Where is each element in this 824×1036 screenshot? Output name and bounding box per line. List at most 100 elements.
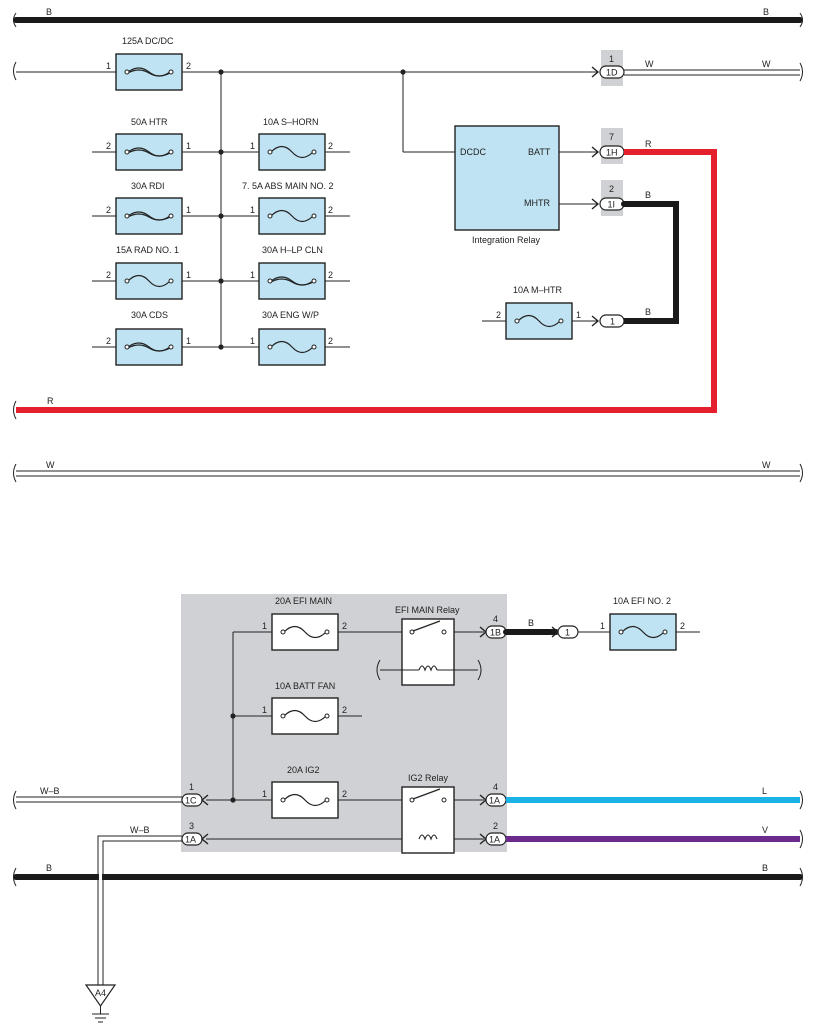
wire-label: L xyxy=(762,786,767,796)
connector-1a-ig2-4: 4 1A xyxy=(479,782,507,807)
pin-label: 2 xyxy=(342,789,347,799)
wire-label: W xyxy=(762,59,771,69)
connector-1d: 1 1D xyxy=(591,50,625,86)
pin-label: 3 xyxy=(189,821,194,831)
pin-label: 1 xyxy=(189,782,194,792)
ground-icon: A4 xyxy=(84,984,117,1023)
pin-label: 4 xyxy=(493,782,498,792)
connector-id: 1A xyxy=(489,835,500,845)
ig2-relay: IG2 Relay xyxy=(401,773,455,854)
ir-mhtr-label: MHTR xyxy=(524,198,550,208)
fuse-label: 7. 5A ABS MAIN NO. 2 xyxy=(242,181,334,191)
wire-label: R xyxy=(47,396,54,406)
connector-id: 1 xyxy=(610,317,615,327)
fuse-label: 50A HTR xyxy=(131,117,168,127)
pin-label: 1 xyxy=(106,61,111,71)
relay-label: IG2 Relay xyxy=(408,773,449,783)
pin-label: 2 xyxy=(328,141,333,151)
pin-label: 1 xyxy=(262,705,267,715)
wire-label: W–B xyxy=(130,825,150,835)
pin-label: 1 xyxy=(250,270,255,280)
connector-id: 1A xyxy=(489,796,500,806)
efi-main-relay: EFI MAIN Relay xyxy=(376,605,482,686)
connector-1b: 4 1B xyxy=(479,614,507,639)
wire-r: R R xyxy=(13,139,717,420)
connector-1-mhtr: 1 xyxy=(591,314,625,328)
fuse-label: 20A IG2 xyxy=(287,765,320,775)
pin-label: 2 xyxy=(342,705,347,715)
wire-label: W xyxy=(645,59,654,69)
pin-label: 7 xyxy=(609,132,614,142)
fuse-label: 15A RAD NO. 1 xyxy=(116,245,179,255)
wire-b-mhtr: B B xyxy=(621,190,679,324)
connector-1a-left: 3 1A xyxy=(181,821,209,846)
fuse-label: 10A M–HTR xyxy=(513,285,563,295)
pin-label: 1 xyxy=(186,141,191,151)
wire-w-mid: W W xyxy=(13,460,803,483)
wire-label: B xyxy=(645,190,651,200)
fuse-label: 30A ENG W/P xyxy=(262,310,319,320)
relay-label: EFI MAIN Relay xyxy=(395,605,460,615)
pin-label: 4 xyxy=(493,614,498,624)
pin-label: 1 xyxy=(250,336,255,346)
integration-relay: DCDC BATT MHTR Integration Relay xyxy=(454,125,598,245)
connector-id: 1D xyxy=(606,68,618,78)
wire-label-b-right: B xyxy=(763,7,769,17)
connector-1c: 1 1C xyxy=(181,782,209,807)
pin-label: 1 xyxy=(262,789,267,799)
pin-label: 1 xyxy=(186,270,191,280)
fuse-15a-rad-no1: 15A RAD NO. 1 2 1 xyxy=(92,245,224,300)
pin-label: 2 xyxy=(106,336,111,346)
wire-label-b-left: B xyxy=(46,7,52,17)
pin-label: 1 xyxy=(186,205,191,215)
fuse-label: 30A H–LP CLN xyxy=(262,245,323,255)
pin-label: 2 xyxy=(496,310,501,320)
fuse-label: 20A EFI MAIN xyxy=(275,596,332,606)
pin-label: 2 xyxy=(493,821,498,831)
wire-label: B xyxy=(645,307,651,317)
bus-b-bottom: B B xyxy=(13,863,803,887)
pin-label: 1 xyxy=(250,141,255,151)
connector-id: 1I xyxy=(608,200,616,210)
fuse-10a-s-horn: 10A S–HORN 1 2 xyxy=(221,117,350,171)
pin-label: 2 xyxy=(609,184,614,194)
wire-label: B xyxy=(528,618,534,628)
connector-id: 1A xyxy=(185,835,196,845)
fuse-30a-cds: 30A CDS 2 1 xyxy=(92,310,224,366)
wire-label: B xyxy=(46,863,52,873)
fuse-label: 10A BATT FAN xyxy=(275,681,335,691)
wire-label: W xyxy=(762,460,771,470)
fuse-10a-m-htr: 10A M–HTR 2 1 xyxy=(482,285,598,340)
ir-batt-label: BATT xyxy=(528,147,551,157)
fuse-20a-efi-main: 20A EFI MAIN 1 2 xyxy=(262,596,347,651)
fuse-125a-dcdc: 125A DC/DC 1 2 xyxy=(106,36,191,91)
wire-l: L xyxy=(506,786,803,810)
fuse-label: 30A RDI xyxy=(131,181,165,191)
pin-label: 1 xyxy=(609,54,614,64)
wire-w-from-1d: W W xyxy=(624,59,803,82)
junction-internal-wiring xyxy=(206,631,484,840)
connector-id: 1 xyxy=(565,628,570,638)
pin-label: 1 xyxy=(600,621,605,631)
pin-label: 2 xyxy=(328,205,333,215)
connector-1h: 7 1H xyxy=(591,128,625,164)
fuse-label: 125A DC/DC xyxy=(122,36,174,46)
connector-id: 1H xyxy=(606,148,618,158)
wire-label: R xyxy=(645,139,652,149)
fuse-10a-efi-no2: 10A EFI NO. 2 1 2 xyxy=(600,596,700,651)
fuse-label: 30A CDS xyxy=(131,310,168,320)
wire-v: V xyxy=(506,825,803,849)
connector-id: 1B xyxy=(490,628,501,638)
bus-b-top: B B xyxy=(13,7,803,28)
wire-label: W–B xyxy=(40,786,60,796)
fuse-10a-batt-fan: 10A BATT FAN 1 2 xyxy=(262,681,347,735)
wire-label: W xyxy=(46,460,55,470)
fuse-20a-ig2: 20A IG2 1 2 xyxy=(262,765,347,819)
pin-label: 2 xyxy=(328,270,333,280)
pin-label: 2 xyxy=(106,205,111,215)
fuse-label: 10A EFI NO. 2 xyxy=(613,596,671,606)
pin-label: 1 xyxy=(250,205,255,215)
fuse-30a-rdi: 30A RDI 2 1 xyxy=(92,181,224,235)
pin-label: 1 xyxy=(576,310,581,320)
ground-label: A4 xyxy=(95,988,106,998)
